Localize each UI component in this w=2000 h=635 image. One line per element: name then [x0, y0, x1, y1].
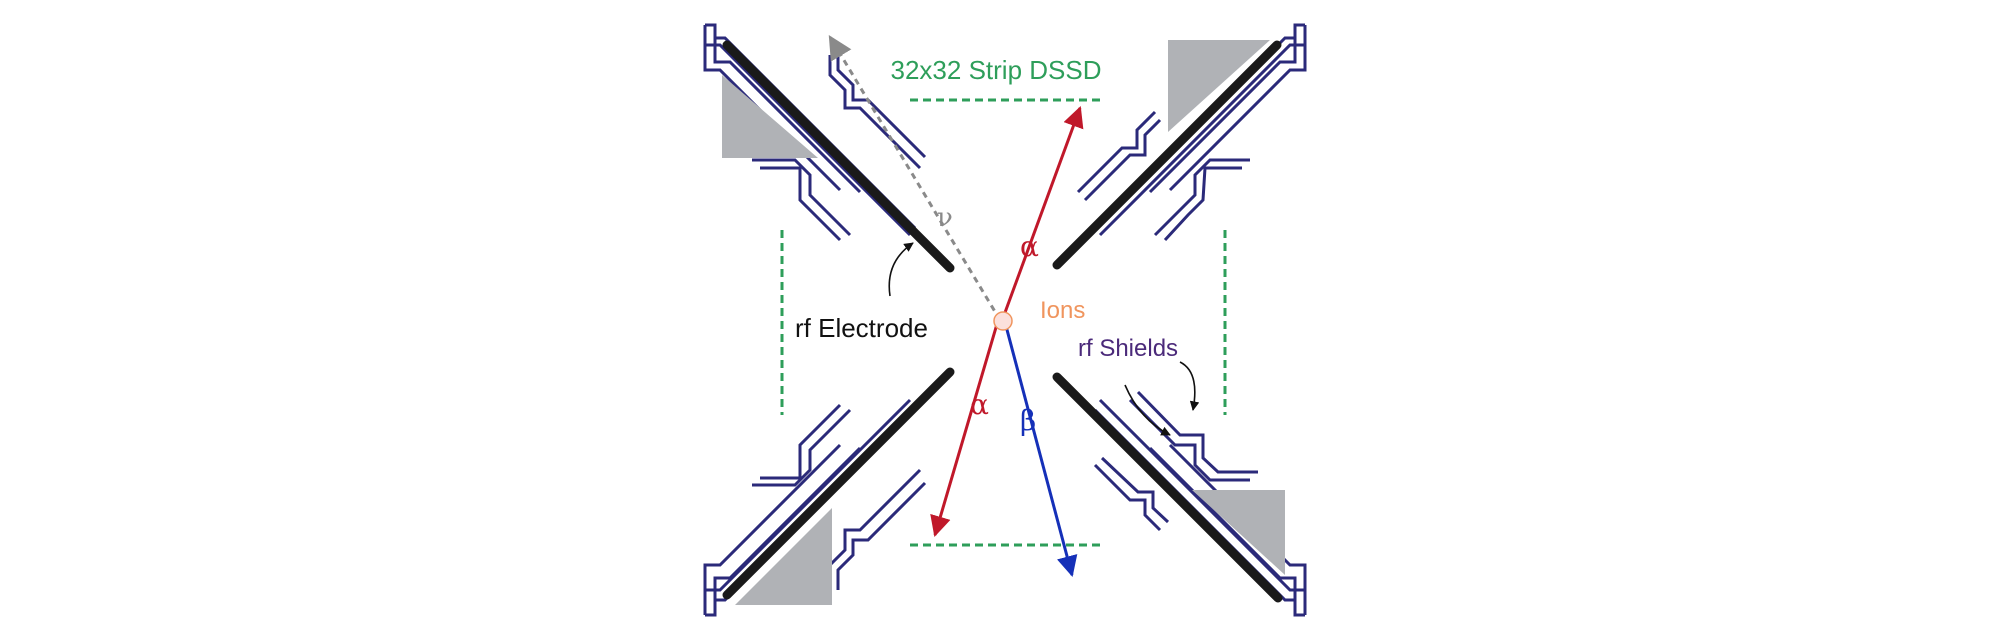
ion-cloud [993, 311, 1013, 331]
dssd-detectors [780, 98, 1227, 547]
insulator-top-right [1168, 40, 1270, 132]
rf-shield-upper-top-left [828, 55, 922, 170]
rf-electrode-bottom-left [722, 367, 955, 600]
rf-shield-upper-bottom-right [1128, 398, 1250, 482]
rf-shield-upper-bottom-left-b [760, 403, 842, 480]
rf-electrode-top-left [722, 40, 955, 273]
rf-shield-upper-top-left-b [836, 50, 927, 159]
nu-label: ν [937, 203, 953, 233]
rf-shield-lower-top-left-b [760, 166, 842, 242]
quadrant-top-left [703, 23, 955, 273]
rf-electrode-top-right [1052, 40, 1282, 270]
alpha-upper-label: α [1020, 230, 1039, 263]
quadrant-bottom-right [1052, 372, 1307, 617]
annotation-arrows [888, 242, 1200, 436]
rf-electrode-bottom-right [1052, 372, 1283, 603]
decay-tracks [828, 34, 1084, 578]
insulator-bottom-left [735, 508, 832, 605]
rf-shields-label: rf Shields [1078, 335, 1178, 362]
rf-shield-lower-top-right-b [1163, 166, 1242, 242]
rf-shield-lower-top-left [752, 158, 852, 237]
rf-shield-outer-bottom-right-d [1148, 446, 1297, 615]
ions-label: Ions [1040, 297, 1085, 324]
rf-electrode-label: rf Electrode [795, 313, 928, 343]
insulator-top-left [722, 75, 818, 158]
quadrant-top-right [1052, 23, 1307, 270]
rf-shield-lower-bottom-right-b [1100, 456, 1170, 524]
rf-electrode-pointer [888, 242, 914, 297]
rf-shield-outer-top-right-d [1148, 25, 1297, 194]
beta-track [1004, 325, 1078, 578]
rf-shield-outer-bottom-left-d [713, 446, 862, 615]
rf-shield-lower-top-right [1153, 158, 1250, 237]
rf-shield-outer-top-left [703, 25, 912, 237]
quadrant-bottom-left [703, 367, 955, 617]
rf-shield-upper-top-right-b [1076, 110, 1157, 194]
rf-shield-lower-bottom-right [1093, 463, 1162, 532]
beta-label: β [1020, 404, 1036, 437]
rf-shield-outer-top-left-d [713, 25, 862, 194]
rf-shield-lower-bottom-left [828, 468, 922, 585]
rf-shield-upper-top-right [1083, 118, 1162, 202]
rf-shield-lower-bottom-left-b [836, 481, 927, 590]
insulator-bottom-right [1192, 490, 1285, 575]
rf-shield-outer-bottom-left-c [703, 443, 842, 590]
rf-shield-pointer-2 [1179, 361, 1200, 411]
rf-shield-pointer-1 [1124, 384, 1171, 436]
rf-shield-upper-bottom-left [752, 408, 852, 487]
rf-shield-upper-bottom-right-b [1136, 390, 1258, 474]
neutrino-track [828, 34, 1002, 321]
alpha-track-lower [930, 323, 999, 538]
rf-shield-outer-top-right [1098, 25, 1307, 237]
alpha-track-upper [1001, 106, 1084, 319]
detector-label: 32x32 Strip DSSD [891, 55, 1102, 85]
rf-shield-outer-top-right-c [1168, 45, 1307, 192]
alpha-lower-label: α [970, 388, 989, 421]
